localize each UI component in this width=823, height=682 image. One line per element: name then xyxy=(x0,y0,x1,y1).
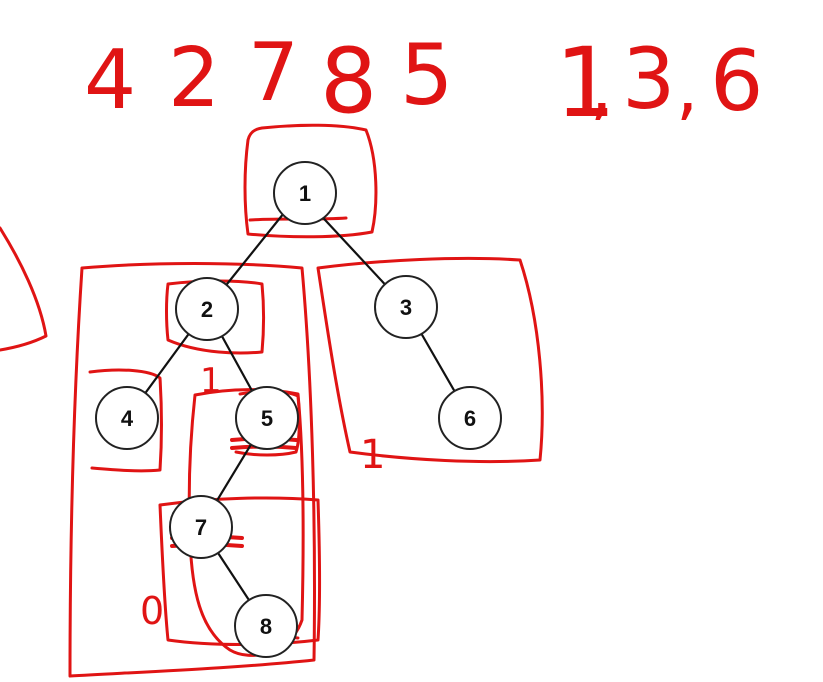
handwritten-sequence: 4 2 7 8 5 1 , 3 , 6 xyxy=(84,26,763,139)
node-3-label: 3 xyxy=(400,295,412,320)
node-4-label: 4 xyxy=(121,406,134,431)
seq-digit-1: 1 xyxy=(555,27,616,139)
marker-bottom-left: 0 xyxy=(140,589,164,633)
tree-node-3: 3 xyxy=(374,275,438,339)
node-2-label: 2 xyxy=(201,297,213,322)
tree-node-4: 4 xyxy=(95,386,159,450)
node-2-box xyxy=(165,279,265,355)
tree-node-5: 5 xyxy=(235,386,299,450)
node-6-label: 6 xyxy=(464,406,476,431)
seq-digit-4: 4 xyxy=(84,33,136,128)
tree-nodes: 1 2 3 4 5 6 7 8 xyxy=(95,161,502,658)
tree-node-2: 2 xyxy=(175,277,239,341)
node-7-subtree-box xyxy=(158,496,321,646)
node-5-label: 5 xyxy=(261,406,273,431)
node-7-label: 7 xyxy=(195,515,207,540)
seq-comma-1: , xyxy=(590,47,612,129)
right-subtree-box xyxy=(316,256,544,464)
tree-node-7: 7 xyxy=(169,495,233,559)
seq-digit-7: 7 xyxy=(248,26,299,119)
node-4-box xyxy=(88,368,163,473)
tree-node-6: 6 xyxy=(438,386,502,450)
node-1-label: 1 xyxy=(299,181,311,206)
tree-node-1: 1 xyxy=(273,161,337,225)
seq-digit-6: 6 xyxy=(710,32,763,130)
seq-digit-5: 5 xyxy=(400,26,453,124)
seq-digit-3: 3 xyxy=(622,30,675,128)
root-box xyxy=(243,123,378,239)
marker-right-subtree: 1 xyxy=(360,432,385,478)
left-edge-arc xyxy=(0,226,48,352)
seq-comma-2: , xyxy=(676,47,698,129)
node-8-label: 8 xyxy=(260,614,272,639)
left-subtree-box xyxy=(68,262,316,678)
marker-near-node-5: 1 xyxy=(200,361,222,401)
seq-digit-2: 2 xyxy=(168,31,220,126)
seq-digit-8: 8 xyxy=(320,29,377,134)
tree-node-8: 8 xyxy=(234,594,298,658)
